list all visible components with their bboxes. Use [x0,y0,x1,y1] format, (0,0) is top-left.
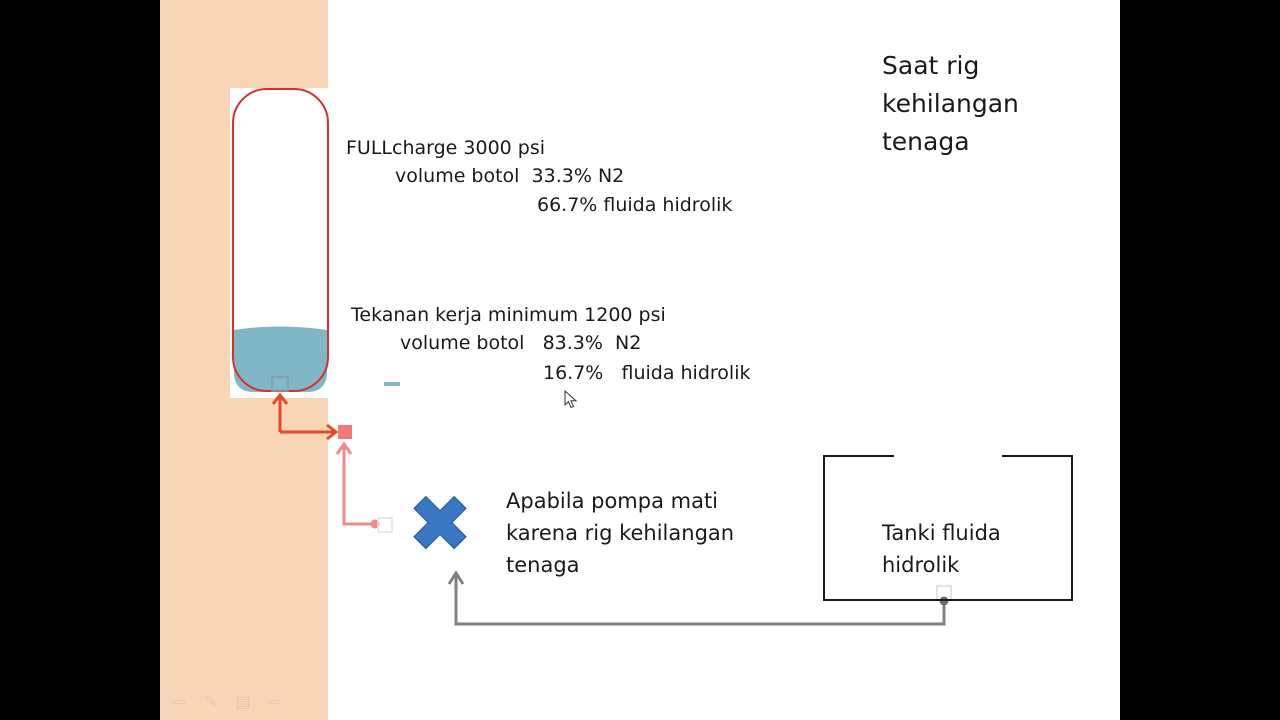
pump-note-line-1: Apabila pompa mati [506,489,719,513]
red-arrowhead-right [326,423,339,441]
pump-note-line-3: tenaga [506,553,580,577]
pump-connector [377,517,393,533]
pink-arrowhead-up [335,441,353,455]
hydraulic-tank [823,455,1073,601]
pen-icon[interactable]: ✎ [204,691,218,711]
slide: Saat rig kehilangan tenaga FULLcharge 30… [160,0,1120,720]
full-charge-heading: FULLcharge 3000 psi [346,137,546,159]
minimum-heading: Tekanan kerja minimum 1200 psi [351,304,666,326]
back-arrow-icon[interactable]: ⇦ [172,691,186,711]
title-line-2: kehilangan [882,89,1019,118]
gray-arrowhead-up [447,570,465,585]
title-line-3: tenaga [882,127,970,156]
title-line-1: Saat rig [882,51,980,80]
slideshow-nav: ⇦ ✎ ▤ ⇨ [168,690,286,712]
minimum-fluid: 16.7% fluida hidrolik [543,362,751,384]
tank-label-line-2: hidrolik [882,553,960,577]
mouse-cursor-icon [564,390,578,409]
red-arrowhead-up [271,392,289,405]
gray-pipe [454,574,946,626]
pump-off-cross-icon [413,495,467,550]
fluid-marker [384,382,400,386]
bottle-outlet [271,376,289,392]
accumulator-diagram [230,88,1073,626]
full-charge-volume: volume botol 33.3% N2 [395,165,625,187]
pink-pipe [342,445,375,526]
bottle-fluid [234,326,327,392]
full-charge-fluid: 66.7% fluida hidrolik [537,194,733,216]
minimum-volume: volume botol 83.3% N2 [400,332,642,354]
menu-icon[interactable]: ▤ [235,691,251,711]
valve-node [338,425,352,439]
tank-label-line-1: Tanki fluida [882,521,1001,545]
pump-note-line-2: karena rig kehilangan [506,521,735,545]
forward-arrow-icon[interactable]: ⇨ [268,691,282,711]
